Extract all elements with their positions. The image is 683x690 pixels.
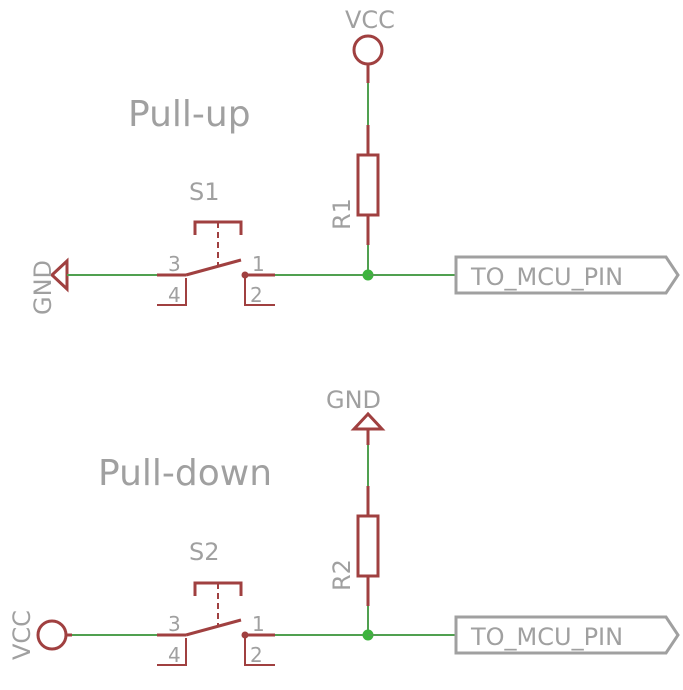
pullup-r1-body <box>356 153 380 217</box>
pullup-s1-label: S1 <box>189 178 220 206</box>
pullup-s1-blade <box>185 258 242 277</box>
pulldown-s2-pin2: 2 <box>250 643 263 667</box>
pullup-net-label: TO_MCU_PIN <box>470 263 623 291</box>
pulldown-s2-pin4: 4 <box>168 643 181 667</box>
pulldown-s2-blade <box>185 618 242 637</box>
pulldown-gnd-symbol <box>350 411 386 431</box>
pulldown-s2-pin4-lead <box>157 638 187 666</box>
pulldown-s2-pin1: 1 <box>252 612 265 636</box>
pulldown-r2-label: R2 <box>328 559 356 591</box>
pullup-s1-pin1: 1 <box>252 252 265 276</box>
pullup-vcc-symbol <box>352 34 384 66</box>
pullup-s1-pin4: 4 <box>168 283 181 307</box>
pullup-s1-pin3: 3 <box>168 252 181 276</box>
pulldown-title: Pull-down <box>98 453 272 494</box>
pulldown-net-label-flag <box>454 615 680 655</box>
pullup-title: Pull-up <box>128 94 251 135</box>
pullup-gnd-label: GND <box>29 260 57 315</box>
pulldown-r2-body <box>356 514 380 578</box>
pullup-s1-pin2: 2 <box>250 283 263 307</box>
pullup-net-label-flag <box>454 255 680 295</box>
pulldown-net-label: TO_MCU_PIN <box>470 623 623 651</box>
pullup-vcc-label: VCC <box>345 6 395 34</box>
pullup-s1-pin2-lead <box>244 278 275 306</box>
pulldown-vcc-label: VCC <box>8 610 36 660</box>
pullup-s1-pin4-lead <box>157 278 187 306</box>
pulldown-s2-pin3: 3 <box>168 612 181 636</box>
pullup-circuit: Pull-up VCC R1 GND S1 3 1 4 2 <box>29 6 680 315</box>
pulldown-s2-label: S2 <box>189 538 220 566</box>
pulldown-circuit: Pull-down GND R2 VCC S2 3 1 4 2 <box>8 386 680 667</box>
pulldown-gnd-label: GND <box>326 386 381 414</box>
pullup-r1-label: R1 <box>328 198 356 230</box>
pulldown-s2-pin2-lead <box>244 638 275 666</box>
pulldown-vcc-symbol <box>36 619 68 651</box>
